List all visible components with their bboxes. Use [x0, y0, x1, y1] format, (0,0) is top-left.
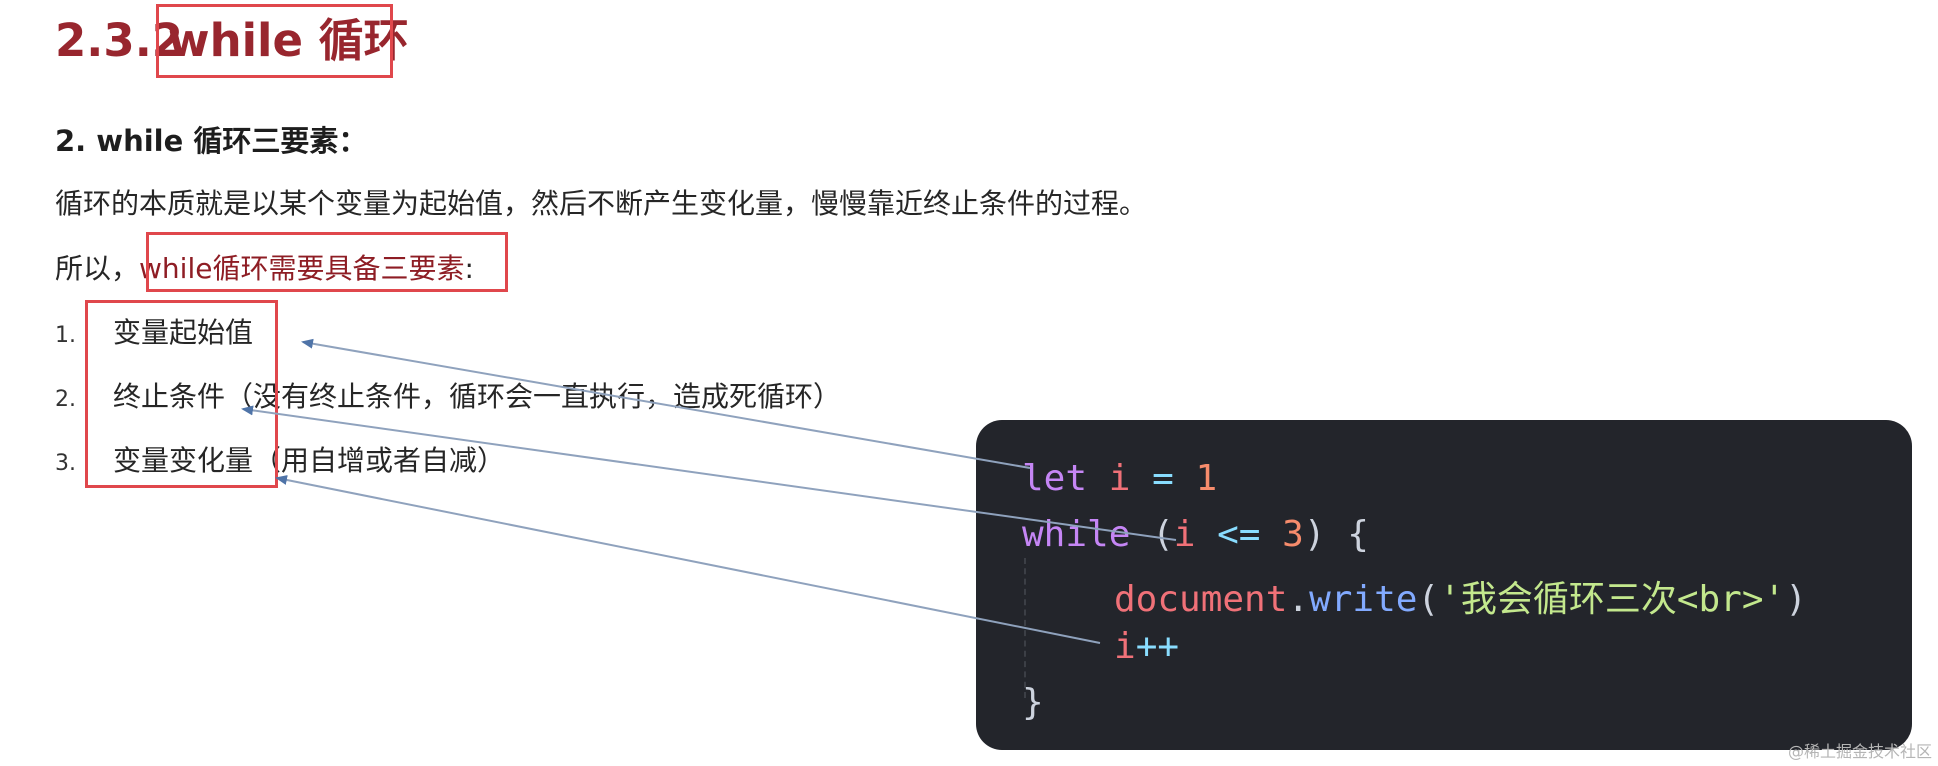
- keyword-let: let: [1022, 458, 1088, 499]
- list-number: 1.: [55, 323, 76, 348]
- code-line-1: let i = 1: [1022, 458, 1217, 499]
- arrow-initial-value: [301, 338, 1031, 469]
- code-block: [976, 420, 1912, 750]
- brace-close: }: [1022, 682, 1044, 723]
- paren-close: ): [1303, 514, 1326, 555]
- paragraph-requirements: 所以，while循环需要具备三要素:: [55, 247, 474, 287]
- requirements-highlight-box: [146, 232, 508, 292]
- object-document: document: [1114, 579, 1288, 620]
- paren-open: (: [1417, 579, 1440, 620]
- title-highlight-box: [156, 4, 393, 78]
- brace-open: {: [1347, 514, 1369, 555]
- code-line-3: document.write('我会循环三次<br>'): [1114, 570, 1807, 622]
- watermark: @稀土掘金技术社区: [1787, 742, 1932, 761]
- variable-i: i: [1173, 514, 1196, 555]
- paragraph-essence: 循环的本质就是以某个变量为起始值，然后不断产生变化量，慢慢靠近终止条件的过程。: [55, 187, 1148, 220]
- dot: .: [1287, 579, 1310, 620]
- highlight-text: while循环需要具备三要素: [139, 252, 465, 285]
- operator-assign: =: [1152, 458, 1174, 499]
- section-title: while 循环: [168, 14, 409, 67]
- list-item: 2. 终止条件（没有终止条件，循环会一直执行，造成死循环）: [55, 375, 841, 415]
- method-write: write: [1309, 579, 1418, 620]
- list-number: 2.: [55, 387, 76, 412]
- list-item-note: （没有终止条件，循环会一直执行，造成死循环）: [225, 380, 842, 413]
- paragraph-suffix: :: [464, 252, 474, 285]
- operator-increment: ++: [1135, 626, 1180, 667]
- variable-i: i: [1108, 458, 1131, 499]
- paren-open: (: [1152, 514, 1174, 555]
- operator-lte: <=: [1217, 514, 1261, 555]
- paren-close: ): [1785, 579, 1807, 620]
- list-item: 1. 变量起始值: [55, 311, 253, 351]
- string-literal: '我会循环三次<br>': [1439, 579, 1786, 620]
- list-item-note: （用自增或者自减）: [253, 444, 506, 477]
- list-item-text: 变量起始值: [113, 316, 254, 349]
- list-item: 3. 变量变化量（用自增或者自减）: [55, 439, 505, 479]
- variable-i: i: [1114, 626, 1136, 667]
- subheading: 2. while 循环三要素：: [55, 124, 368, 158]
- code-line-4: i++: [1114, 626, 1179, 667]
- list-highlight-box: [85, 300, 278, 488]
- paragraph-prefix: 所以，: [55, 252, 140, 285]
- arrow-termination-condition: [241, 405, 1177, 541]
- list-item-text: 变量变化量: [113, 444, 254, 477]
- code-line-5: }: [1022, 682, 1044, 723]
- number-literal: 1: [1195, 458, 1218, 499]
- arrow-variable-change: [275, 475, 1101, 644]
- list-item-text: 终止条件: [113, 380, 226, 413]
- list-number: 3.: [55, 451, 76, 476]
- section-number: 2.3.2: [55, 14, 184, 67]
- number-literal: 3: [1282, 514, 1304, 555]
